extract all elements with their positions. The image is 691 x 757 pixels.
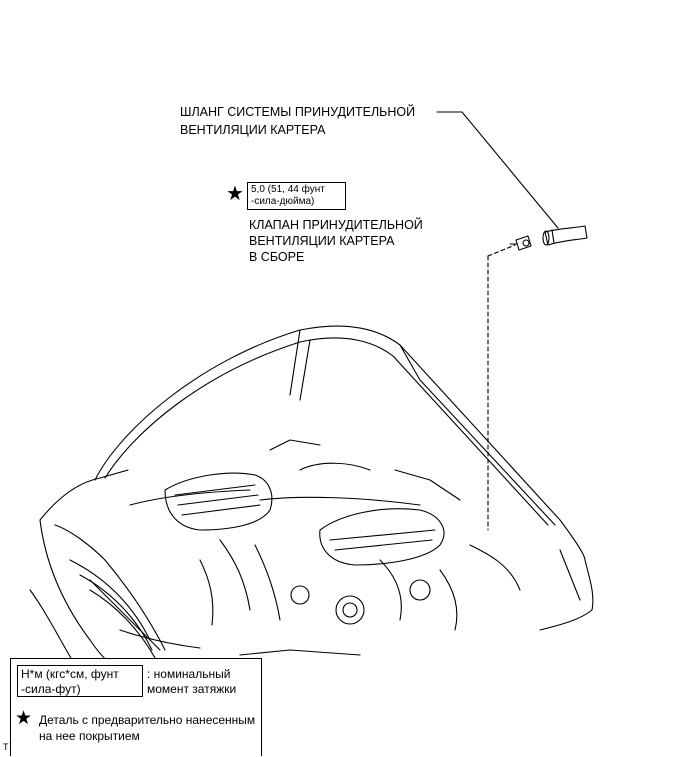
torque-star-icon: ★ — [226, 183, 244, 205]
hood-outline — [94, 325, 586, 561]
hose-label-line1: ШЛАНГ СИСТЕМЫ ПРИНУДИТЕЛЬНОЙ — [180, 105, 416, 119]
legend-unit-desc-line2: момент затяжки — [147, 682, 237, 696]
pcv-valve-icon — [509, 235, 532, 251]
legend-unit-line2: -сила-фут) — [21, 682, 81, 696]
valve-label-line3: В СБОРЕ — [249, 250, 305, 264]
legend-unit-box: Н*м (кгс*см, фунт -сила-фут) — [17, 665, 143, 697]
torque-spec-box: 5,0 (51, 44 фунт -сила-дюйма) — [247, 182, 346, 210]
legend-unit-line1: Н*м (кгс*см, фунт — [21, 667, 119, 681]
vehicle-body-outline — [29, 469, 594, 671]
legend-unit-desc-line1: : номинальный — [147, 667, 231, 681]
corner-mark: T — [3, 742, 9, 752]
grille-outline — [69, 559, 156, 659]
valve-label-line1: КЛАПАН ПРИНУДИТЕЛЬНОЙ — [249, 218, 423, 232]
valve-dash-connector — [487, 244, 516, 257]
hose-label-line2: ВЕНТИЛЯЦИИ КАРТЕРА — [180, 123, 326, 137]
torque-spec-line2: -сила-дюйма) — [251, 196, 315, 207]
torque-spec-line1: 5,0 (51, 44 фунт — [251, 184, 325, 195]
valve-label-line2: ВЕНТИЛЯЦИИ КАРТЕРА — [249, 234, 395, 248]
legend-panel: Н*м (кгс*см, фунт -сила-фут) : номинальн… — [10, 658, 262, 756]
legend-precoat-line1: Деталь с предварительно нанесенным — [39, 713, 256, 727]
hose-leader-line — [436, 111, 559, 229]
pcv-hose-icon — [542, 225, 588, 246]
engine-assembly — [164, 439, 521, 631]
legend-precoat-line2: на нее покрытием — [39, 729, 140, 743]
legend-star-icon: ★ — [15, 708, 33, 729]
